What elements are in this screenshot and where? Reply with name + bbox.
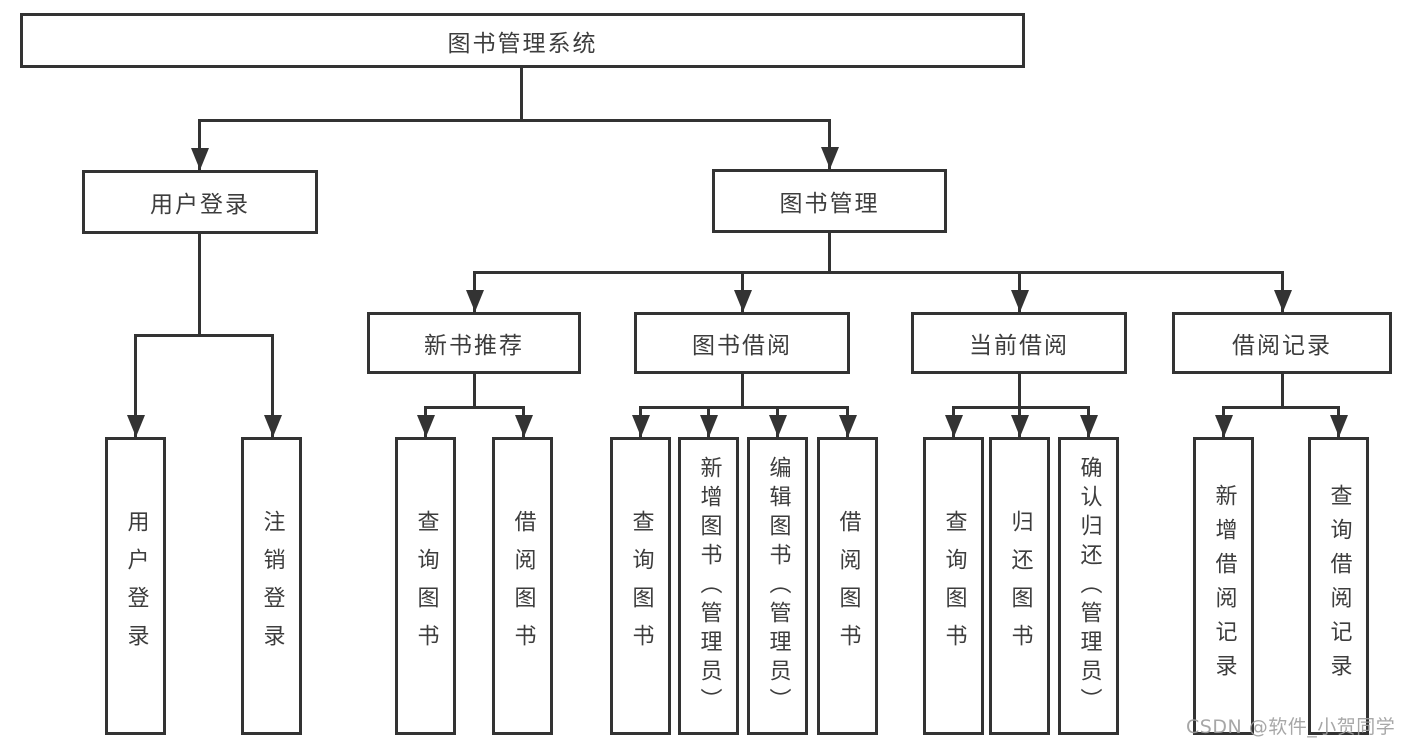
connector-line bbox=[1222, 406, 1340, 409]
leaf-label: 借阅图书 bbox=[510, 510, 536, 662]
arrow-down-icon bbox=[1080, 415, 1098, 437]
node-new-book-recommend: 新书推荐 bbox=[367, 312, 581, 374]
arrow-down-icon bbox=[945, 415, 963, 437]
arrow-down-icon bbox=[769, 415, 787, 437]
leaf-add-borrow-record: 新增借阅记录 bbox=[1193, 437, 1254, 735]
arrow-down-icon bbox=[700, 415, 718, 437]
arrow-down-icon bbox=[127, 415, 145, 437]
leaf-logout: 注销登录 bbox=[241, 437, 302, 735]
arrow-down-icon bbox=[632, 415, 650, 437]
connector-line bbox=[741, 374, 744, 406]
leaf-edit-books-admin: 编辑图书（管理员） bbox=[747, 437, 808, 735]
node-root: 图书管理系统 bbox=[20, 13, 1025, 68]
leaf-label: 借阅图书 bbox=[835, 510, 861, 662]
connector-line bbox=[198, 234, 201, 334]
leaf-label: 编辑图书（管理员） bbox=[765, 455, 791, 717]
connector-line bbox=[520, 68, 523, 119]
leaf-label: 注销登录 bbox=[259, 510, 285, 662]
connector-line bbox=[639, 406, 849, 409]
leaf-label: 用户登录 bbox=[123, 510, 149, 662]
node-user-login-label: 用户登录 bbox=[150, 192, 250, 218]
node-book-borrowing-label: 图书借阅 bbox=[692, 333, 792, 359]
connector-line bbox=[134, 334, 274, 337]
node-root-label: 图书管理系统 bbox=[447, 30, 598, 57]
csdn-watermark: CSDN @软件_小贺同学 bbox=[1186, 716, 1396, 738]
connector-line bbox=[424, 406, 525, 409]
leaf-add-books-admin: 新增图书（管理员） bbox=[678, 437, 739, 735]
leaf-label: 新增借阅记录 bbox=[1211, 484, 1237, 688]
leaf-label: 查询图书 bbox=[413, 510, 439, 662]
node-borrowing-records-label: 借阅记录 bbox=[1232, 333, 1332, 359]
leaf-query-books-borrowing: 查询图书 bbox=[610, 437, 671, 735]
arrow-down-icon bbox=[264, 415, 282, 437]
node-book-management-label: 图书管理 bbox=[779, 191, 880, 217]
leaf-label: 新增图书（管理员） bbox=[696, 455, 722, 717]
connector-line bbox=[1018, 374, 1021, 406]
arrow-down-icon bbox=[821, 147, 839, 169]
node-book-management: 图书管理 bbox=[712, 169, 947, 233]
node-current-borrowing: 当前借阅 bbox=[911, 312, 1127, 374]
leaf-label: 查询借阅记录 bbox=[1326, 484, 1352, 688]
arrow-down-icon bbox=[466, 290, 484, 312]
arrow-down-icon bbox=[734, 290, 752, 312]
leaf-confirm-return-admin: 确认归还（管理员） bbox=[1058, 437, 1119, 735]
connector-line bbox=[828, 119, 831, 169]
connector-line bbox=[198, 119, 201, 170]
arrow-down-icon bbox=[515, 415, 533, 437]
arrow-down-icon bbox=[1011, 290, 1029, 312]
leaf-borrow-books-recommend: 借阅图书 bbox=[492, 437, 553, 735]
leaf-query-books-current: 查询图书 bbox=[923, 437, 984, 735]
connector-line bbox=[198, 119, 831, 122]
node-new-book-recommend-label: 新书推荐 bbox=[424, 333, 524, 359]
leaf-label: 查询图书 bbox=[628, 510, 654, 662]
leaf-query-books-recommend: 查询图书 bbox=[395, 437, 456, 735]
arrow-down-icon bbox=[1274, 290, 1292, 312]
leaf-label: 查询图书 bbox=[941, 510, 967, 662]
node-current-borrowing-label: 当前借阅 bbox=[969, 333, 1069, 359]
leaf-label: 确认归还（管理员） bbox=[1076, 455, 1102, 717]
connector-line bbox=[1281, 374, 1284, 406]
connector-line bbox=[271, 334, 274, 437]
connector-line bbox=[473, 271, 1284, 274]
arrow-down-icon bbox=[1215, 415, 1233, 437]
leaf-query-borrow-record: 查询借阅记录 bbox=[1308, 437, 1369, 735]
connector-line bbox=[473, 374, 476, 406]
leaf-user-login: 用户登录 bbox=[105, 437, 166, 735]
node-book-borrowing: 图书借阅 bbox=[634, 312, 850, 374]
node-borrowing-records: 借阅记录 bbox=[1172, 312, 1392, 374]
arrow-down-icon bbox=[839, 415, 857, 437]
arrow-down-icon bbox=[191, 148, 209, 170]
leaf-return-books: 归还图书 bbox=[989, 437, 1050, 735]
node-user-login: 用户登录 bbox=[82, 170, 318, 234]
leaf-label: 归还图书 bbox=[1007, 510, 1033, 662]
connector-line bbox=[134, 334, 137, 437]
arrow-down-icon bbox=[1330, 415, 1348, 437]
connector-line bbox=[828, 233, 831, 271]
arrow-down-icon bbox=[1011, 415, 1029, 437]
connector-line bbox=[952, 406, 1090, 409]
leaf-borrow-books-borrowing: 借阅图书 bbox=[817, 437, 878, 735]
arrow-down-icon bbox=[417, 415, 435, 437]
